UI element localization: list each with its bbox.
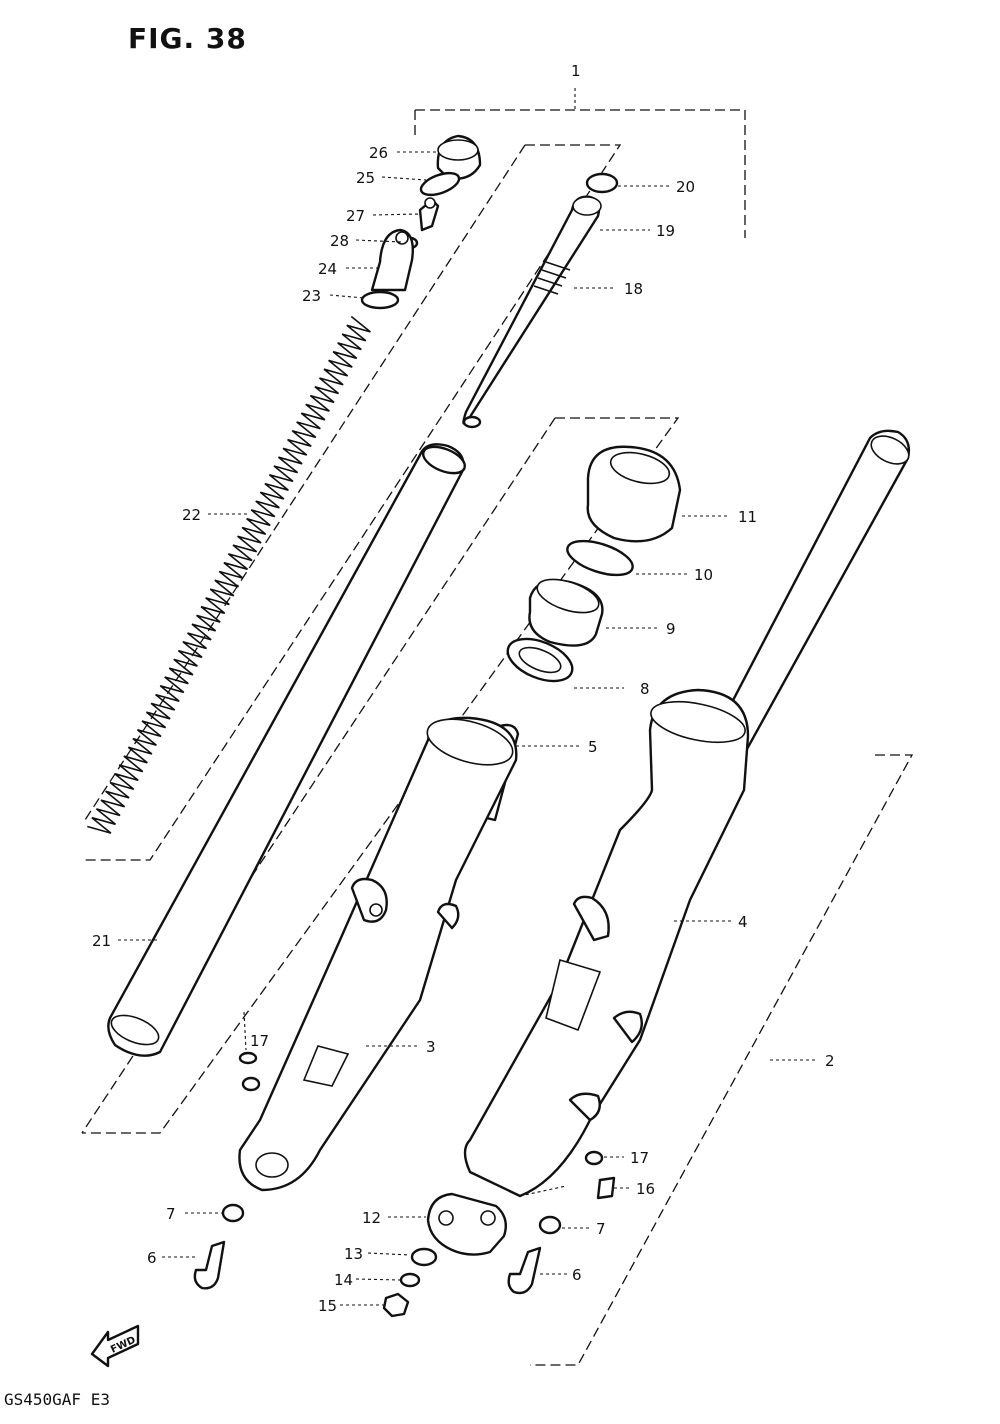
part-spring-seat — [370, 228, 414, 292]
part-air-valve — [418, 197, 440, 232]
callout-22: 22 — [182, 506, 201, 524]
part-damper-rod — [462, 195, 602, 429]
callout-15: 15 — [318, 1297, 337, 1315]
part-fork-spring — [87, 315, 371, 834]
callout-12: 12 — [362, 1209, 381, 1227]
frame-spring-group — [84, 144, 622, 861]
part-bolt-6-left — [193, 1240, 226, 1290]
part-o-ring — [419, 171, 461, 197]
callout-7-left: 7 — [166, 1205, 176, 1223]
callout-7-right: 7 — [596, 1220, 606, 1238]
callout-18: 18 — [624, 280, 643, 298]
part-oil-seal — [528, 578, 604, 647]
callout-13: 13 — [344, 1245, 363, 1263]
fwd-arrow-icon: FWD — [90, 1324, 140, 1368]
callout-14: 14 — [334, 1271, 353, 1289]
callout-10: 10 — [694, 566, 713, 584]
callout-3: 3 — [426, 1038, 436, 1056]
part-bolt-16 — [596, 1176, 616, 1200]
model-code: GS450GAF E3 — [4, 1390, 110, 1409]
part-gasket-7-right — [538, 1215, 562, 1235]
part-left-outer-tube — [238, 716, 518, 1192]
callout-16: 16 — [636, 1180, 655, 1198]
part-washer-13 — [410, 1247, 438, 1267]
callout-4: 4 — [738, 913, 748, 931]
callout-labels: 1 2 3 4 5 6 6 7 7 8 9 10 11 12 13 14 15 … — [92, 62, 835, 1315]
part-inner-tube — [107, 443, 467, 1057]
part-washer-17-left — [238, 1051, 261, 1092]
callout-17-right: 17 — [630, 1149, 649, 1167]
callout-17-left: 17 — [250, 1032, 269, 1050]
callout-27: 27 — [346, 207, 365, 225]
callout-5: 5 — [588, 738, 598, 756]
callout-24: 24 — [318, 260, 337, 278]
part-piston-ring — [585, 172, 619, 194]
callout-25: 25 — [356, 169, 375, 187]
part-washer-17-right — [584, 1150, 604, 1166]
part-seat-o-ring — [360, 290, 400, 310]
part-lockwasher-14 — [399, 1272, 421, 1288]
part-gasket-7-left — [221, 1203, 245, 1223]
callout-6-right: 6 — [572, 1266, 582, 1284]
callout-9: 9 — [666, 620, 676, 638]
part-seal-spacer — [506, 637, 574, 683]
part-cap-bolt — [436, 134, 482, 180]
callout-19: 19 — [656, 222, 675, 240]
part-axle-holder — [426, 1192, 507, 1256]
part-right-outer-tube — [463, 429, 911, 1198]
callout-28: 28 — [330, 232, 349, 250]
frame-right-leg — [530, 754, 914, 1366]
part-nut-15 — [382, 1292, 410, 1318]
callout-1: 1 — [571, 62, 581, 80]
part-bolt-6-right — [507, 1246, 542, 1295]
part-stopper-ring — [566, 539, 634, 577]
callout-21: 21 — [92, 932, 111, 950]
callout-26: 26 — [369, 144, 388, 162]
figure-title: FIG. 38 — [128, 22, 247, 55]
callout-23: 23 — [302, 287, 321, 305]
callout-6-left: 6 — [147, 1249, 157, 1267]
leader-lines — [118, 151, 816, 1306]
callout-20: 20 — [676, 178, 695, 196]
part-dust-cover — [586, 445, 682, 543]
group-bracket-1 — [414, 88, 746, 238]
callout-8: 8 — [640, 680, 650, 698]
callout-2: 2 — [825, 1052, 835, 1070]
callout-11: 11 — [738, 508, 757, 526]
